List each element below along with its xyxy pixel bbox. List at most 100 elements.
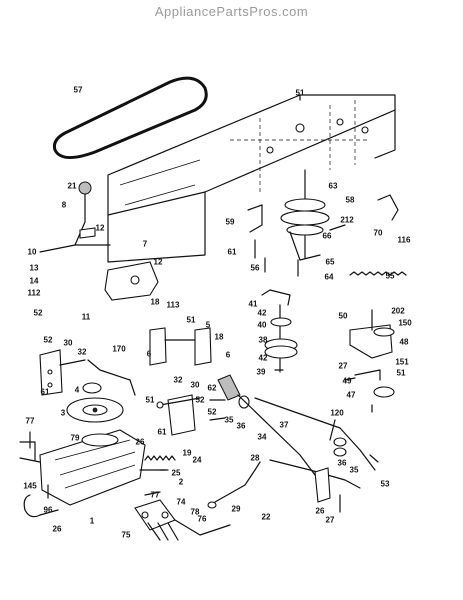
callout-77-b: 77: [150, 490, 160, 500]
callout-1: 1: [89, 516, 95, 526]
callout-6: 6: [146, 349, 152, 359]
callout-36-b: 36: [337, 458, 347, 468]
watermark: AppliancePartsPros.com: [154, 4, 309, 19]
washer: [82, 382, 102, 394]
callout-202: 202: [391, 306, 405, 316]
callout-52-b: 52: [43, 335, 53, 345]
callout-26: 26: [135, 437, 145, 447]
callout-55: 55: [385, 271, 395, 281]
engine-pulley-stack: [280, 169, 346, 261]
callout-96: 96: [43, 505, 53, 515]
callout-57: 57: [73, 85, 83, 95]
callout-25: 25: [171, 468, 181, 478]
callout-39: 39: [256, 367, 266, 377]
callout-53: 53: [380, 479, 390, 489]
callout-29: 29: [231, 504, 241, 514]
idler-spring: [349, 271, 407, 276]
callout-26-c: 26: [52, 524, 62, 534]
callout-50: 50: [338, 311, 348, 321]
callout-61-c: 61: [157, 427, 167, 437]
callout-10: 10: [27, 247, 37, 257]
callout-36: 36: [236, 421, 246, 431]
callout-5: 5: [205, 320, 211, 330]
callout-18: 18: [150, 297, 160, 307]
callout-49: 49: [342, 376, 352, 386]
callout-116: 116: [397, 235, 411, 245]
callout-61-b: 61: [40, 387, 50, 397]
idler-pulley-stack: [261, 289, 298, 373]
transmission-pulley: [66, 397, 124, 423]
callout-51-b: 51: [186, 315, 196, 325]
drive-belt: [53, 76, 208, 159]
callout-170: 170: [112, 344, 126, 354]
callout-51-c: 51: [396, 368, 406, 378]
callout-28: 28: [250, 453, 260, 463]
callout-3: 3: [60, 408, 66, 418]
callout-40: 40: [257, 320, 267, 330]
callout-51: 51: [295, 88, 305, 98]
callout-19: 19: [182, 448, 192, 458]
callout-30-b: 30: [190, 380, 200, 390]
callout-76: 76: [197, 514, 207, 524]
callout-52: 52: [33, 308, 43, 318]
callout-38: 38: [258, 335, 268, 345]
callout-78: 78: [190, 507, 200, 517]
chassis-frame: [107, 94, 396, 263]
callout-18-b: 18: [214, 332, 224, 342]
callout-63: 63: [328, 181, 338, 191]
callout-21: 21: [67, 181, 77, 191]
callout-41: 41: [248, 299, 258, 309]
callout-65: 65: [325, 257, 335, 267]
callout-6-b: 6: [225, 350, 231, 360]
callout-56: 56: [250, 263, 260, 273]
callout-64: 64: [324, 272, 334, 282]
callout-61: 61: [227, 247, 237, 257]
callout-13: 13: [29, 263, 39, 273]
callout-24: 24: [192, 455, 202, 465]
callout-22: 22: [261, 512, 271, 522]
transaxle: [19, 429, 166, 506]
callout-34: 34: [257, 432, 267, 442]
callout-79: 79: [70, 433, 80, 443]
callout-35: 35: [224, 415, 234, 425]
callout-77: 77: [25, 416, 35, 426]
callout-27: 27: [338, 361, 348, 371]
callout-2: 2: [178, 477, 184, 487]
callout-14: 14: [29, 276, 39, 286]
callout-12-b: 12: [153, 257, 163, 267]
callout-26-b: 26: [315, 506, 325, 516]
callout-7: 7: [142, 239, 148, 249]
callout-59: 59: [225, 217, 235, 227]
callout-75: 75: [121, 530, 131, 540]
callout-112: 112: [27, 288, 41, 298]
callout-70: 70: [373, 228, 383, 238]
callout-42: 42: [257, 308, 267, 318]
callout-52-c: 52: [195, 395, 205, 405]
callout-37: 37: [279, 420, 289, 430]
callout-145: 145: [23, 481, 37, 491]
callout-120: 120: [330, 408, 344, 418]
callout-58: 58: [345, 195, 355, 205]
idler-arm: [349, 309, 395, 413]
callout-47: 47: [346, 390, 356, 400]
callout-42-b: 42: [258, 353, 268, 363]
shift-lever-assembly: [39, 181, 111, 253]
callout-27-b: 27: [325, 515, 335, 525]
callout-151: 151: [395, 357, 409, 367]
callout-52-d: 52: [207, 407, 217, 417]
callout-212: 212: [340, 215, 354, 225]
bottom-bracket: [134, 499, 179, 541]
callout-74: 74: [176, 497, 186, 507]
callout-62: 62: [207, 383, 217, 393]
callout-113: 113: [166, 300, 180, 310]
callout-12: 12: [95, 223, 105, 233]
callout-35-b: 35: [349, 465, 359, 475]
callout-8: 8: [61, 200, 67, 210]
callout-11: 11: [81, 312, 91, 322]
callout-4: 4: [74, 385, 80, 395]
callout-51-d: 51: [145, 395, 155, 405]
callout-32: 32: [77, 347, 87, 357]
callout-32-b: 32: [173, 375, 183, 385]
callout-150: 150: [398, 318, 412, 328]
